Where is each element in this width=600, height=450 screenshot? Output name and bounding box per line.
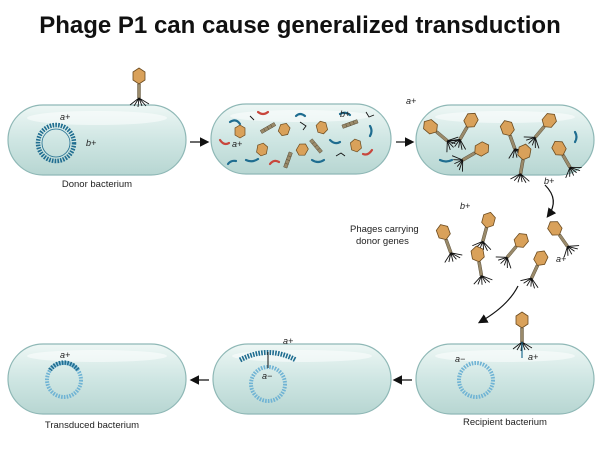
diagram-title: Phage P1 can cause generalized transduct… bbox=[39, 12, 561, 39]
gene-a-plus-label: a+ bbox=[232, 139, 242, 149]
tail-fibers bbox=[249, 111, 375, 157]
gene-a-plus-label: a+ bbox=[556, 254, 566, 264]
gene-b-plus-label: b+ bbox=[544, 176, 554, 186]
gene-a-plus-label: a+ bbox=[60, 112, 70, 122]
gene-a-minus-label: a− bbox=[455, 354, 465, 364]
gene-a-plus-label: a+ bbox=[60, 350, 70, 360]
gene-b-plus-label: b+ bbox=[460, 201, 470, 211]
gene-a-plus-label: a+ bbox=[528, 352, 538, 362]
gene-b-plus-label: b+ bbox=[340, 109, 350, 119]
phages-carrying-label: Phages carrying bbox=[350, 224, 419, 235]
dna-fragments bbox=[218, 110, 374, 166]
donor-cell bbox=[7, 104, 187, 176]
recipient-bacterium-label: Recipient bacterium bbox=[463, 417, 547, 428]
gene-b-plus-label: b+ bbox=[86, 138, 96, 148]
residual-dna bbox=[438, 130, 578, 163]
gene-a-plus-label: a+ bbox=[406, 96, 416, 106]
transduced-chromosome bbox=[45, 360, 83, 399]
arrow-icon bbox=[544, 184, 557, 218]
gene-a-minus-label: a− bbox=[262, 371, 272, 381]
recombining-cell bbox=[212, 343, 392, 415]
donor-genes-label: donor genes bbox=[356, 236, 409, 247]
gene-a-plus-label: a+ bbox=[283, 336, 293, 346]
donor-bacterium-label: Donor bacterium bbox=[62, 179, 132, 190]
recipient-chromosome bbox=[457, 361, 495, 399]
transduced-cell bbox=[7, 343, 187, 415]
infected-cell bbox=[210, 103, 392, 175]
donor-chromosome bbox=[35, 122, 77, 164]
infecting-phage-icon bbox=[129, 67, 150, 108]
recipient-cell bbox=[415, 343, 595, 415]
released-phages bbox=[431, 209, 582, 291]
arrow-icon bbox=[477, 285, 519, 324]
transduced-bacterium-label: Transduced bacterium bbox=[45, 420, 139, 431]
